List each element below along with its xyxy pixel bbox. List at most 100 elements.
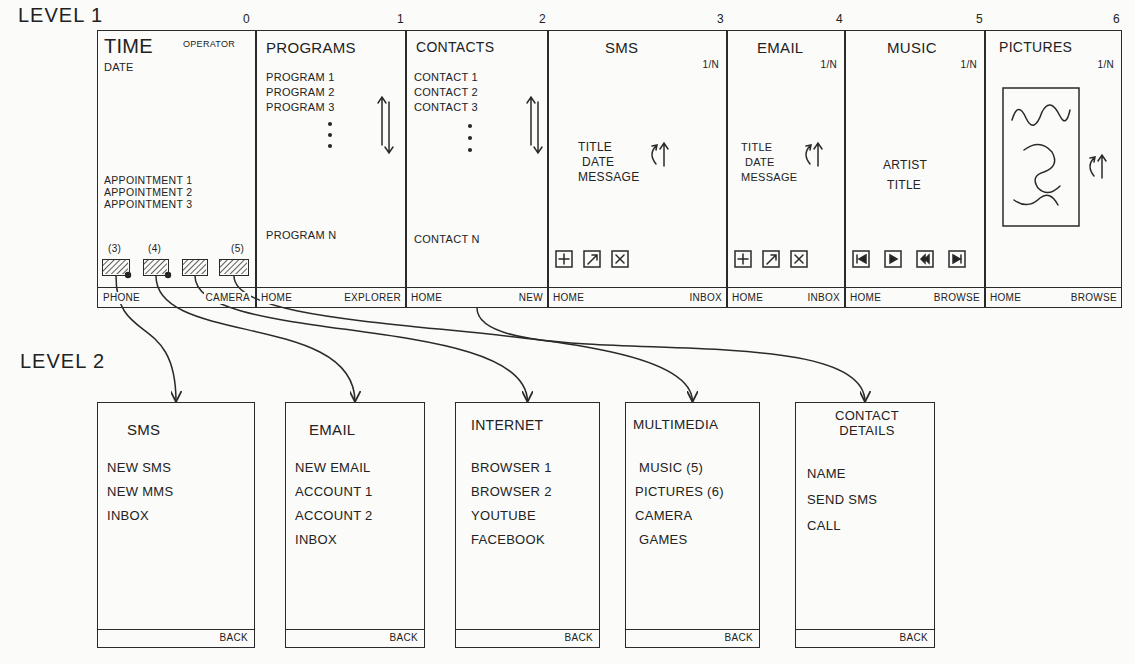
screen-text: ACCOUNT 1 bbox=[294, 485, 374, 500]
sketch-symbols bbox=[329, 88, 1106, 267]
softkey-bar bbox=[456, 629, 599, 630]
softkey-bar bbox=[796, 629, 934, 630]
screen-text: PHONE bbox=[102, 292, 141, 304]
delete-symbol bbox=[795, 255, 803, 263]
softkey-bar bbox=[626, 629, 759, 630]
screen-text: CONTACT 1 bbox=[413, 71, 479, 84]
screen-number: 1 bbox=[397, 13, 405, 27]
softkey-bar bbox=[257, 287, 405, 288]
screen-text: INBOX bbox=[806, 292, 841, 304]
screen-text: CONTACT N bbox=[413, 233, 481, 246]
ellipsis-dot bbox=[329, 134, 332, 137]
screen-text: MUSIC (5) bbox=[638, 461, 704, 476]
screen-text: HOME bbox=[989, 292, 1022, 304]
ellipsis-dot bbox=[469, 125, 472, 128]
scroll-arrow bbox=[378, 97, 386, 145]
softkey-bar bbox=[286, 629, 424, 630]
screen-text: BROWSER 1 bbox=[470, 461, 553, 476]
home-screen: TIMEOPERATORDATEAPPOINTMENT 1APPOINTMENT… bbox=[97, 30, 256, 308]
button-icon bbox=[556, 251, 572, 267]
scroll-arrow bbox=[385, 102, 393, 153]
ellipsis-dot bbox=[329, 123, 332, 126]
sms-screen: SMS1/NTITLEDATEMESSAGEHOMEINBOX bbox=[548, 30, 727, 308]
screen-title: MULTIMEDIA bbox=[632, 417, 719, 433]
screen-text: NEW SMS bbox=[106, 461, 172, 476]
screen-text: ARTIST bbox=[882, 159, 928, 173]
screen-text: 1/N bbox=[702, 59, 720, 71]
screen-number: 6 bbox=[1113, 13, 1121, 27]
screen-text: NAME bbox=[806, 467, 847, 482]
screen-text: 1/N bbox=[820, 59, 838, 71]
screen-text: CONTACT 3 bbox=[413, 101, 479, 114]
play-symbol bbox=[890, 255, 897, 263]
screen-text: TITLE bbox=[577, 141, 613, 155]
screen-text: HOME bbox=[552, 292, 585, 304]
button-icon bbox=[791, 251, 807, 267]
screen-title: (5) bbox=[230, 243, 245, 255]
screen-number: 0 bbox=[243, 13, 251, 27]
screen-text: HOME bbox=[731, 292, 764, 304]
screen-text: CONTACT 2 bbox=[413, 86, 479, 99]
screen-text: DATE bbox=[103, 61, 135, 74]
screen-title: (4) bbox=[147, 243, 162, 255]
screen-text: CAMERA bbox=[634, 509, 693, 524]
button-icon bbox=[584, 251, 600, 267]
prev-symbol bbox=[857, 255, 866, 263]
button-icon bbox=[917, 251, 933, 267]
screen-title: EMAIL bbox=[308, 421, 357, 438]
swipe-arrow bbox=[806, 143, 822, 166]
screen-title: MUSIC bbox=[886, 39, 938, 56]
softkey-bar bbox=[846, 287, 984, 288]
button-icon bbox=[949, 251, 965, 267]
screen-text: HOME bbox=[849, 292, 882, 304]
screen-text: BROWSE bbox=[1070, 292, 1118, 304]
screen-text: BACK bbox=[389, 632, 419, 644]
screen-title: CONTACTS bbox=[415, 39, 495, 55]
screen-text: BACK bbox=[564, 632, 594, 644]
softkey-bar bbox=[98, 629, 254, 630]
screen-text: HOME bbox=[410, 292, 443, 304]
screen-text: DATE bbox=[581, 156, 615, 170]
forward-symbol bbox=[588, 255, 597, 264]
swipe-arrow bbox=[652, 143, 668, 166]
ellipsis-dot bbox=[329, 145, 332, 148]
screen-text: CALL bbox=[806, 519, 842, 534]
screen-text: NEW MMS bbox=[106, 485, 174, 500]
picture-scribble bbox=[1014, 195, 1058, 205]
plus-symbol bbox=[559, 254, 569, 264]
button-icon bbox=[735, 251, 751, 267]
music-screen: MUSIC1/NARTISTTITLEHOMEBROWSE bbox=[845, 30, 985, 308]
screen-text: BACK bbox=[899, 632, 929, 644]
swipe-arrow bbox=[1090, 155, 1106, 178]
screen-text: BROWSER 2 bbox=[470, 485, 553, 500]
picture-frame bbox=[1003, 88, 1079, 226]
screen-number: 3 bbox=[717, 13, 725, 27]
softkey-bar bbox=[549, 287, 726, 288]
screen-text: SEND SMS bbox=[806, 493, 878, 508]
button-icon bbox=[763, 251, 779, 267]
screen-text: CAMERA bbox=[204, 292, 251, 304]
icon-hatching bbox=[102, 259, 247, 274]
screen-text: INBOX bbox=[688, 292, 723, 304]
menu-screen: SMSNEW SMSNEW MMSINBOXBACK bbox=[97, 402, 255, 648]
button-icon bbox=[885, 251, 901, 267]
email-screen: EMAIL1/NTITLEDATEMESSAGEHOMEINBOX bbox=[727, 30, 845, 308]
screen-text: DATE bbox=[744, 156, 776, 169]
screen-text: BACK bbox=[219, 632, 249, 644]
screen-text: PROGRAM N bbox=[265, 229, 338, 242]
picture-scribble bbox=[1012, 105, 1070, 125]
ellipsis-dot bbox=[469, 149, 472, 152]
screen-title: PICTURES bbox=[998, 39, 1073, 55]
softkey-bar bbox=[407, 287, 547, 288]
screen-text: MESSAGE bbox=[740, 171, 799, 184]
screen-text: APPOINTMENT 3 bbox=[103, 198, 193, 210]
screen-title: CONTACT DETAILS bbox=[811, 409, 923, 439]
notification-dot bbox=[125, 272, 131, 278]
icon-fill bbox=[219, 259, 247, 274]
softkey-bar bbox=[986, 287, 1121, 288]
screen-text: NEW bbox=[518, 292, 544, 304]
screen-number: 2 bbox=[539, 13, 547, 27]
screen-text: GAMES bbox=[638, 533, 688, 548]
